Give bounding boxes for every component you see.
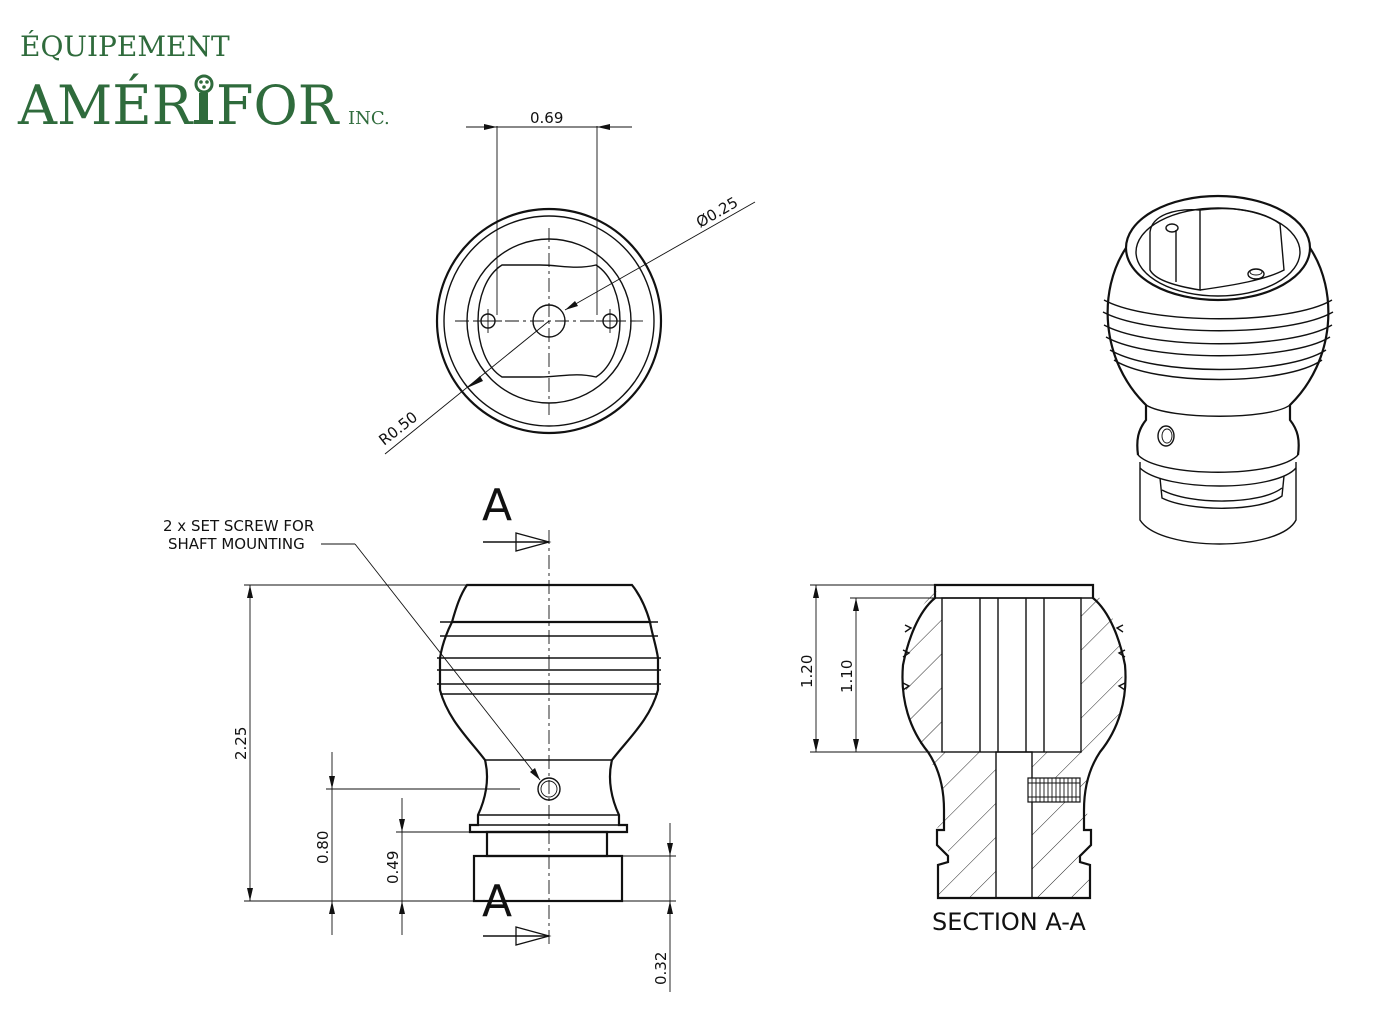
logo-emblem-icon: [194, 74, 214, 124]
dim-outer-depth: 1.20: [798, 655, 816, 688]
isometric-view: [1102, 194, 1334, 545]
dim-width-label: 0.69: [530, 109, 563, 127]
logo-line2-b: FOR: [216, 74, 340, 137]
note-line2: SHAFT MOUNTING: [168, 535, 305, 553]
top-view: 0.69 Ø0.25 R0.50: [375, 109, 756, 455]
logo-line1: ÉQUIPEMENT: [20, 30, 230, 63]
dim-diameter-label: Ø0.25: [693, 193, 741, 231]
logo-suffix: INC.: [348, 108, 390, 129]
dim-base-height: 0.32: [652, 952, 670, 985]
note-line1: 2 x SET SCREW FOR: [163, 517, 314, 535]
logo-line2-a: AMÉR: [17, 73, 194, 137]
section-letter-top: A: [482, 480, 512, 531]
section-letter-bottom: A: [482, 876, 512, 927]
company-logo: ÉQUIPEMENT AMÉR FOR INC.: [17, 30, 390, 137]
front-view: A A 2 x SET SCREW FOR SHAFT MOUNTING 2.2…: [163, 480, 676, 992]
dim-neck-height: 0.49: [384, 851, 402, 884]
threaded-hole-icon: [1027, 777, 1081, 803]
section-title: SECTION A-A: [932, 908, 1086, 936]
dim-total-height: 2.25: [232, 727, 250, 760]
section-view: 1.20 1.10 SECTION A-A: [798, 583, 1127, 936]
dim-screw-height: 0.80: [314, 831, 332, 864]
dim-inner-depth: 1.10: [838, 660, 856, 693]
